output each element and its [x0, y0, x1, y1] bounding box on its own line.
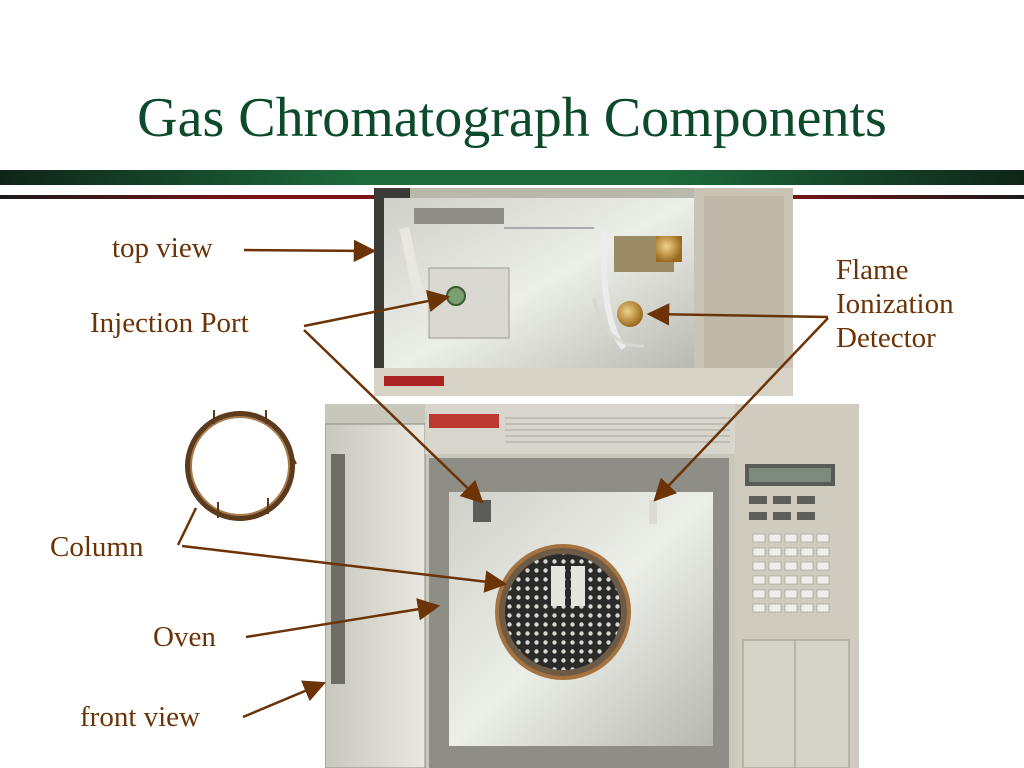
label-oven: Oven: [153, 621, 216, 653]
column-coil-image: [185, 410, 297, 521]
arrow-front-view: [242, 680, 327, 719]
label-top-view: top view: [112, 232, 213, 264]
front-view-photo: [325, 404, 859, 768]
title-rule-thick: [0, 170, 1024, 185]
label-front-view: front view: [80, 701, 200, 733]
label-fid: Flame Ionization Detector: [836, 253, 954, 356]
label-fid-line2: Ionization: [836, 288, 954, 321]
top-view-photo: [374, 188, 793, 396]
label-column: Column: [50, 531, 144, 563]
label-fid-line3: Detector: [836, 322, 936, 355]
label-injection-port: Injection Port: [90, 307, 249, 339]
slide-title: Gas Chromatograph Components: [137, 87, 887, 149]
label-fid-line1: Flame: [836, 254, 909, 286]
arrow-top-view: [243, 239, 377, 263]
